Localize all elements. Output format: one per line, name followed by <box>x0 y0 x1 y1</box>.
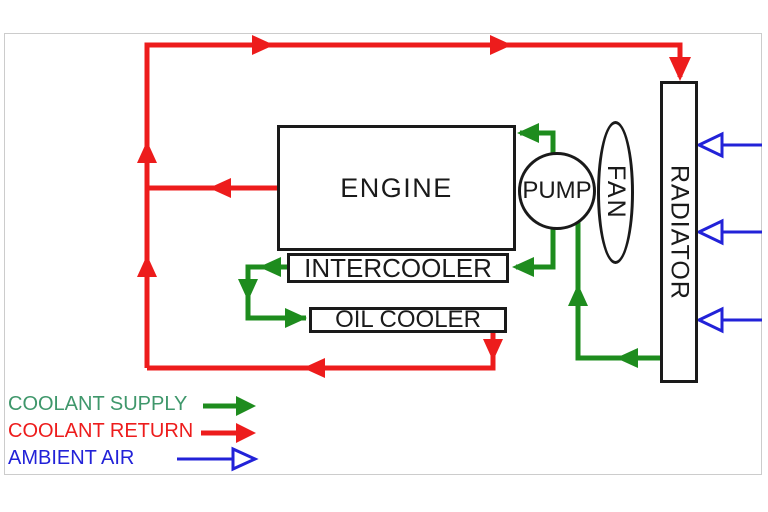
ambient-arrow-1-icon <box>695 131 724 159</box>
pump-circle: PUMP <box>518 152 596 230</box>
supply-arrow-left-icon <box>616 348 638 368</box>
oil-cooler-box: OIL COOLER <box>309 307 507 333</box>
supply-arrow-down-icon <box>238 279 258 301</box>
return-arrow-down-icon <box>483 339 503 361</box>
legend-item-ambient-air: AMBIENT AIR <box>8 447 135 469</box>
fan-ellipse: FAN <box>597 121 634 264</box>
legend-ambient-arrow-icon <box>231 446 259 472</box>
legend-item-coolant-return: COOLANT RETURN <box>8 420 194 442</box>
supply-arrow-into-oilcooler-icon <box>285 308 307 328</box>
legend-return-arrow-icon <box>236 423 256 443</box>
fan-label: FAN <box>602 165 630 220</box>
pump-label: PUMP <box>522 177 592 204</box>
supply-arrow-into-intercooler-icon <box>512 257 534 277</box>
supply-arrow-into-engine-icon <box>517 123 539 143</box>
return-arrow-right-1-icon <box>252 35 274 55</box>
return-arrow-up-2-icon <box>137 255 157 277</box>
return-arrow-up-1-icon <box>137 141 157 163</box>
radiator-box: RADIATOR <box>660 81 698 383</box>
intercooler-label: INTERCOOLER <box>304 253 492 283</box>
intercooler-box: INTERCOOLER <box>287 253 509 283</box>
supply-line-pump-to-intercooler <box>516 229 556 270</box>
return-arrow-into-radiator-icon <box>669 57 691 81</box>
supply-arrow-up-icon <box>568 284 588 306</box>
ambient-arrow-2-icon <box>695 218 724 246</box>
return-arrow-engine-left-icon <box>209 178 231 198</box>
legend-item-coolant-supply: COOLANT SUPPLY <box>8 393 188 415</box>
engine-box: ENGINE <box>277 125 516 251</box>
radiator-label: RADIATOR <box>665 164 694 300</box>
ambient-arrow-3-icon <box>695 306 724 334</box>
oil-cooler-label: OIL COOLER <box>335 306 481 333</box>
engine-label: ENGINE <box>340 172 453 203</box>
return-arrow-bottom-left-icon <box>303 358 325 378</box>
supply-arrow-out-intercooler-icon <box>259 257 281 277</box>
return-arrow-right-2-icon <box>490 35 512 55</box>
legend-supply-arrow-icon <box>236 396 256 416</box>
